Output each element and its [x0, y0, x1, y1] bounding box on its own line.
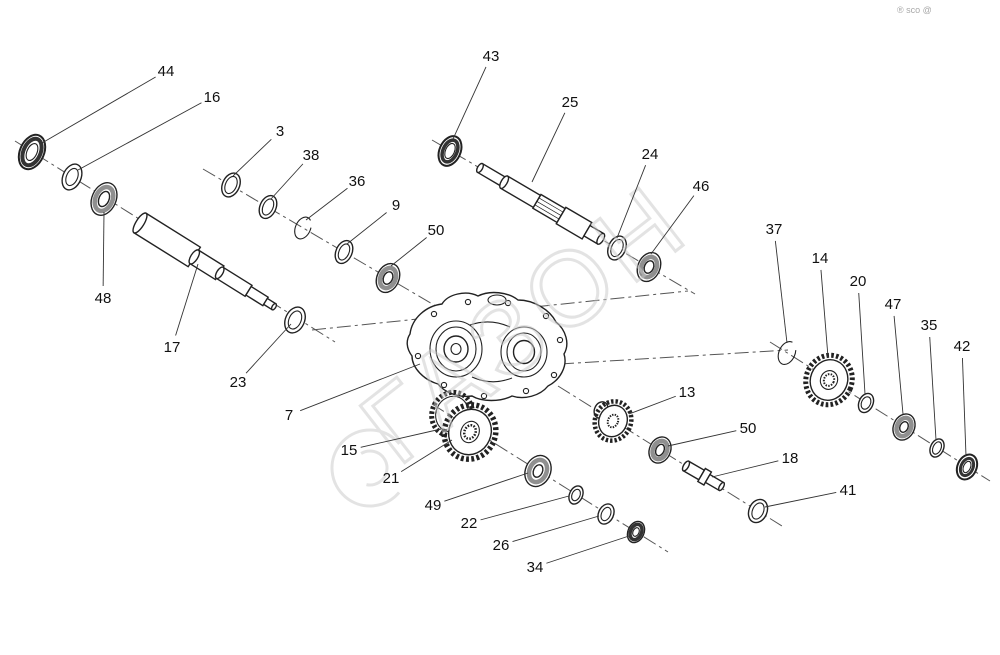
corner-mark: ® sco @	[897, 5, 932, 15]
part-label-44: 44	[158, 63, 175, 80]
part-label-25: 25	[562, 94, 579, 111]
part-label-20: 20	[850, 273, 867, 290]
leader-line-16	[77, 102, 202, 171]
leader-line-9	[346, 212, 387, 245]
part-label-7: 7	[285, 407, 293, 424]
leader-line-23	[245, 323, 292, 374]
callout-layer: 44 16 3 38 36 9 50 43 25 24 46 37 14 20 47 35 42 48 17 23 7 1…	[41, 48, 971, 576]
part-label-14: 14	[812, 250, 829, 267]
part-37-snap-ring	[777, 341, 797, 365]
part-label-50a: 50	[428, 222, 445, 239]
part-label-23: 23	[230, 374, 247, 391]
part-3-ring	[221, 172, 241, 198]
leader-line-49	[444, 472, 529, 502]
leader-line-24	[616, 165, 647, 239]
part-35-washer	[929, 438, 945, 458]
part-label-26: 26	[493, 537, 510, 554]
leader-line-36	[305, 187, 348, 221]
leader-line-7	[300, 363, 421, 412]
part-label-15: 15	[341, 442, 358, 459]
leader-line-25	[531, 112, 566, 183]
part-34-seal-ring	[626, 520, 646, 544]
leader-line-43	[452, 66, 487, 140]
leader-line-50a	[390, 237, 427, 267]
part-label-36: 36	[349, 173, 366, 190]
leader-line-21	[400, 439, 453, 473]
part-26-washer	[597, 503, 615, 525]
part-17-shaft	[132, 212, 278, 311]
leader-line-38	[270, 163, 304, 200]
leader-line-46	[650, 195, 695, 255]
part-label-13: 13	[679, 384, 696, 401]
leader-line-13	[628, 395, 676, 415]
part-label-46: 46	[693, 178, 710, 195]
leader-line-15	[360, 428, 442, 448]
leader-line-18	[711, 460, 779, 478]
part-47-bearing	[892, 413, 916, 441]
part-9-washer	[334, 239, 354, 265]
part-label-18: 18	[782, 450, 799, 467]
leader-line-37	[774, 240, 788, 344]
part-48-bearing	[90, 182, 118, 216]
part-label-16: 16	[204, 89, 221, 106]
leader-line-41	[764, 491, 837, 508]
leader-line-47	[893, 315, 904, 415]
part-label-34: 34	[527, 559, 544, 576]
part-7-housing	[406, 291, 568, 402]
part-41-ring	[747, 498, 769, 524]
part-13-gear	[592, 399, 634, 443]
part-25-shaft	[475, 162, 606, 245]
leader-line-20	[858, 292, 866, 395]
part-label-3: 3	[276, 123, 284, 140]
part-label-47: 47	[885, 296, 902, 313]
part-label-22: 22	[461, 515, 478, 532]
leader-line-48	[102, 211, 105, 287]
part-label-35: 35	[921, 317, 938, 334]
part-label-17: 17	[164, 339, 181, 356]
part-label-38: 38	[303, 147, 320, 164]
part-23-bushing	[284, 306, 306, 334]
part-22-washer	[568, 485, 584, 505]
part-36-snap-ring	[294, 216, 312, 240]
leader-line-26	[512, 515, 600, 543]
part-16-ring	[61, 163, 83, 191]
leader-line-42	[961, 357, 967, 457]
part-label-21: 21	[383, 470, 400, 487]
part-label-42: 42	[954, 338, 971, 355]
part-38-washer	[258, 194, 278, 220]
part-46-bearing	[636, 251, 662, 283]
part-42-ring	[955, 453, 979, 481]
part-21-gear	[441, 402, 499, 462]
leader-line-14	[820, 269, 829, 358]
part-14-gear	[803, 352, 855, 408]
part-49-bearing	[524, 454, 552, 488]
part-label-43: 43	[483, 48, 500, 65]
part-label-50b: 50	[740, 420, 757, 437]
part-label-37: 37	[766, 221, 783, 238]
leader-line-22	[480, 495, 570, 521]
part-50a-bearing	[375, 262, 401, 294]
part-43-seal-ring	[437, 135, 463, 167]
part-44-seal-ring	[17, 133, 47, 171]
leader-line-3	[232, 138, 272, 177]
part-label-48: 48	[95, 290, 112, 307]
part-label-24: 24	[642, 146, 659, 163]
leader-line-34	[546, 535, 630, 564]
leader-line-50b	[667, 430, 737, 447]
part-label-49: 49	[425, 497, 442, 514]
leader-line-35	[929, 336, 937, 441]
part-label-41: 41	[840, 482, 857, 499]
part-18-pin	[681, 460, 726, 492]
part-20-washer	[857, 392, 875, 414]
part-24-ring	[607, 235, 627, 261]
leader-line-44	[41, 76, 156, 144]
part-label-9: 9	[392, 197, 400, 214]
leader-line-17	[175, 263, 199, 336]
part-50b-bearing	[648, 436, 672, 464]
